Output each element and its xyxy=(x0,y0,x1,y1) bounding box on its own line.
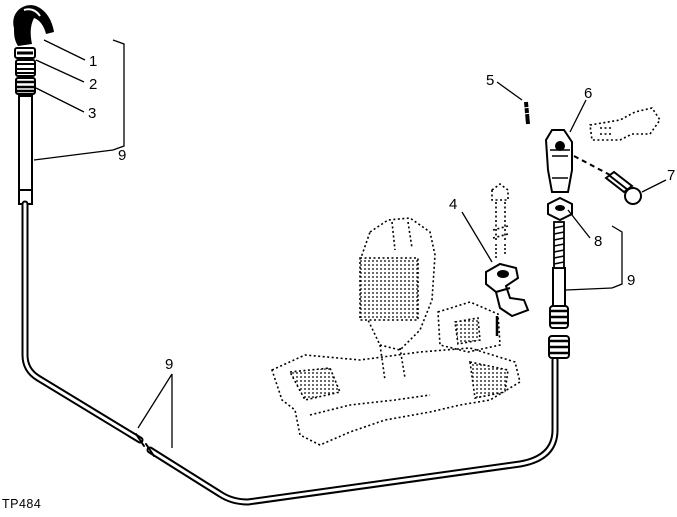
figure-reference-code: TP484 xyxy=(2,497,41,511)
cable-bracket xyxy=(485,244,530,336)
callout-9-middle: 9 xyxy=(165,356,173,373)
callout-9-right: 9 xyxy=(627,272,635,289)
cable-end-assembly xyxy=(523,101,642,359)
callout-labels: 1 2 3 9 4 5 6 7 8 9 9 TP484 xyxy=(2,53,675,511)
throttle-handle xyxy=(13,5,55,205)
callout-4: 4 xyxy=(449,196,457,213)
callout-8: 8 xyxy=(594,233,602,250)
callout-6: 6 xyxy=(584,85,592,102)
callout-5: 5 xyxy=(486,72,494,89)
callout-1: 1 xyxy=(89,53,97,70)
callout-3: 3 xyxy=(88,105,96,122)
callout-2: 2 xyxy=(89,76,97,93)
throttle-cable xyxy=(21,200,559,506)
engine-bracket-background xyxy=(271,217,521,446)
callout-7: 7 xyxy=(667,167,675,184)
dotted-bolt-background xyxy=(491,183,509,240)
callout-9-upper: 9 xyxy=(118,147,126,164)
dotted-rod-end-background xyxy=(589,107,661,141)
leader-lines xyxy=(33,39,667,448)
